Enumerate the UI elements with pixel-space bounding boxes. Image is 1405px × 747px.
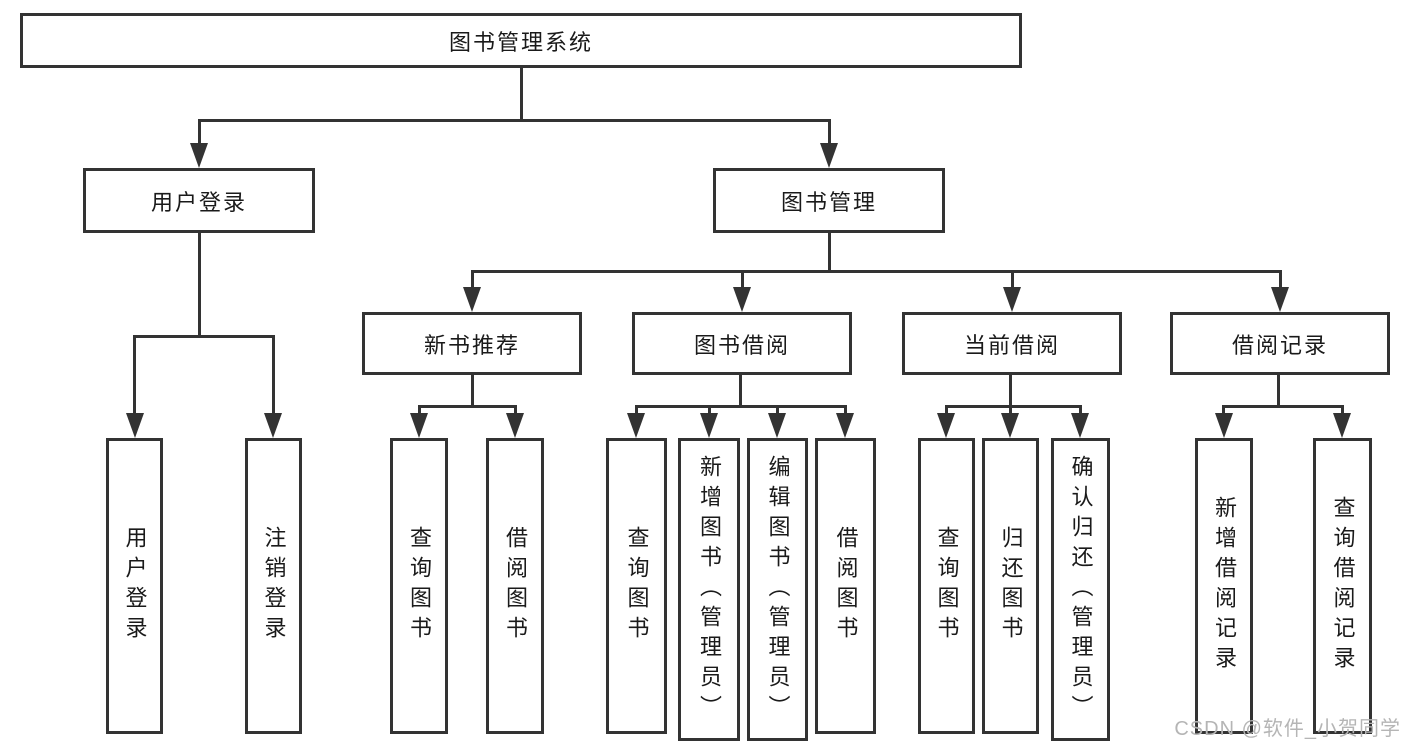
connector-user-stem xyxy=(198,119,201,143)
connector-group-hline xyxy=(945,405,1082,408)
node-new-book-recommend: 新书推荐 xyxy=(362,312,582,375)
connector-leaf-stem xyxy=(635,405,638,413)
node-book-management: 图书管理 xyxy=(713,168,945,233)
leaf-user-login: 用户登录 xyxy=(106,438,163,734)
watermark-text: CSDN @软件_小贺同学 xyxy=(1174,718,1401,740)
connector-leaf-stem xyxy=(844,405,847,413)
leaf-edit-book-admin: 编辑图书（管理员） xyxy=(747,438,808,741)
arrowhead-down-icon xyxy=(1003,287,1021,312)
leaf-add-book-admin: 新增图书（管理员） xyxy=(678,438,740,741)
connector-group-hline xyxy=(1222,405,1344,408)
leaf-return-books: 归还图书 xyxy=(982,438,1039,734)
arrowhead-down-icon xyxy=(820,143,838,168)
arrowhead-down-icon xyxy=(506,413,524,438)
arrowhead-down-icon xyxy=(836,413,854,438)
arrowhead-down-icon xyxy=(733,287,751,312)
node-borrowing-records: 借阅记录 xyxy=(1170,312,1390,375)
arrowhead-down-icon xyxy=(627,413,645,438)
arrowhead-down-icon xyxy=(1001,413,1019,438)
connector-group-down xyxy=(739,375,742,405)
connector-leaf-stem xyxy=(945,405,948,413)
connector-book-down xyxy=(828,233,831,270)
connector-user-down xyxy=(198,233,201,335)
connector-root-stub xyxy=(520,68,523,119)
arrowhead-down-icon xyxy=(768,413,786,438)
connector-leaf-stem xyxy=(776,405,779,413)
connector-group-down xyxy=(1009,375,1012,405)
connector-leaf-stem xyxy=(708,405,711,413)
arrowhead-down-icon xyxy=(1071,413,1089,438)
arrowhead-down-icon xyxy=(1271,287,1289,312)
arrowhead-down-icon xyxy=(700,413,718,438)
arrowhead-down-icon xyxy=(190,143,208,168)
arrowhead-down-icon xyxy=(410,413,428,438)
connector-leaf-stem xyxy=(514,405,517,413)
connector-l3-stem xyxy=(1011,270,1014,287)
connector-l3-stem xyxy=(1279,270,1282,287)
arrowhead-down-icon xyxy=(264,413,282,438)
arrowhead-down-icon xyxy=(463,287,481,312)
leaf-query-borrow-record: 查询借阅记录 xyxy=(1313,438,1372,734)
leaf-add-borrow-record: 新增借阅记录 xyxy=(1195,438,1253,734)
leaf-query-books-recommend: 查询图书 xyxy=(390,438,448,734)
connector-leaf-stem xyxy=(1222,405,1225,413)
connector-l3-stem xyxy=(741,270,744,287)
leaf-confirm-return-admin: 确认归还（管理员） xyxy=(1051,438,1110,741)
connector-leaf-stem xyxy=(418,405,421,413)
connector-user-leaf-stem xyxy=(272,335,275,413)
connector-group-down xyxy=(471,375,474,405)
connector-leaf-stem xyxy=(1009,405,1012,413)
connector-group-hline xyxy=(418,405,517,408)
leaf-query-books-current: 查询图书 xyxy=(918,438,975,734)
arrowhead-down-icon xyxy=(1333,413,1351,438)
connector-book-stem xyxy=(828,119,831,143)
connector-user-leaf-stem xyxy=(133,335,136,413)
leaf-logout: 注销登录 xyxy=(245,438,302,734)
connector-user-hline xyxy=(133,335,275,338)
connector-leaf-stem xyxy=(1341,405,1344,413)
connector-level3-hline xyxy=(471,270,1282,273)
connector-l3-stem xyxy=(471,270,474,287)
connector-leaf-stem xyxy=(1079,405,1082,413)
node-user-login: 用户登录 xyxy=(83,168,315,233)
node-root: 图书管理系统 xyxy=(20,13,1022,68)
connector-group-down xyxy=(1277,375,1280,405)
leaf-borrow-books-recommend: 借阅图书 xyxy=(486,438,544,734)
arrowhead-down-icon xyxy=(937,413,955,438)
leaf-borrow-books: 借阅图书 xyxy=(815,438,876,734)
arrowhead-down-icon xyxy=(126,413,144,438)
node-book-borrowing: 图书借阅 xyxy=(632,312,852,375)
node-current-borrowing: 当前借阅 xyxy=(902,312,1122,375)
connector-group-hline xyxy=(635,405,847,408)
leaf-query-books-borrowing: 查询图书 xyxy=(606,438,667,734)
arrowhead-down-icon xyxy=(1215,413,1233,438)
connector-level2-hline xyxy=(198,119,831,122)
